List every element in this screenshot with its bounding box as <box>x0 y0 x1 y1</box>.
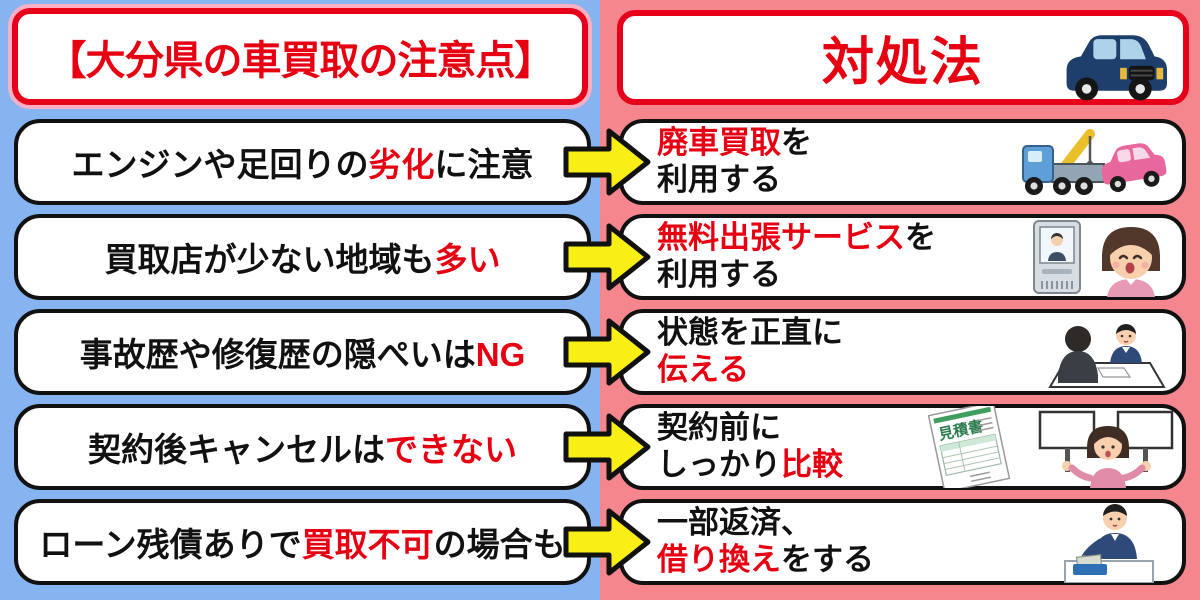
problem-text-1: エンジンや足回りの劣化に注意 <box>71 146 534 183</box>
problem-text-3: 事故歴や修復歴の隠ぺいはNG <box>79 336 526 373</box>
solution-box-5: 一部返済、 借り換えをする <box>619 499 1186 585</box>
arrow-right-icon <box>563 318 651 386</box>
arrow-right-icon <box>563 223 651 291</box>
solution-text-1-line2: 利用する <box>657 162 781 197</box>
intercom-visit-icon <box>1033 220 1160 297</box>
solution-text-5-line2: 借り換えをする <box>657 542 874 577</box>
problem-text-5: ローン残債ありで買取不可の場合も <box>39 526 566 563</box>
problem-box-1: エンジンや足回りの劣化に注意 <box>14 119 591 205</box>
solution-box-2: 無料出張サービスを 利用する <box>619 214 1186 300</box>
problem-box-4: 契約後キャンセルはできない <box>14 404 591 490</box>
solution-text-1-line1: 廃車買取を <box>657 125 812 161</box>
solution-text-4-line1: 契約前に <box>657 410 781 446</box>
arrow-right-icon <box>563 508 651 576</box>
problem-box-5: ローン残債ありで買取不可の場合も <box>14 499 591 585</box>
problems-header-title: 【大分県の車買取の注意点】 <box>46 38 555 83</box>
arrow-right-icon <box>563 413 651 481</box>
solutions-header: 対処法 <box>617 10 1189 105</box>
problem-box-3: 事故歴や修復歴の隠ぺいはNG <box>14 309 591 395</box>
solution-box-3: 状態を正直に 伝える <box>619 309 1186 395</box>
estimate-comparison-icon: 見積書 <box>927 406 1174 488</box>
solutions-header-title: 対処法 <box>821 34 984 92</box>
car-icon <box>1066 35 1167 101</box>
problems-header: 【大分県の車買取の注意点】 <box>12 8 588 105</box>
business-meeting-icon <box>1048 324 1166 388</box>
solution-box-1: 廃車買取を 利用する <box>619 119 1186 205</box>
problem-text-2: 買取店が少ない地域も多い <box>104 241 501 278</box>
tow-truck-icon <box>1022 129 1167 195</box>
solution-text-5-line1: 一部返済、 <box>657 505 812 541</box>
bank-teller-icon <box>1064 504 1154 583</box>
solution-text-3-line1: 状態を正直に <box>657 315 843 351</box>
problem-box-2: 買取店が少ない地域も多い <box>14 214 591 300</box>
solution-text-2-line1: 無料出張サービスを <box>657 220 936 256</box>
solution-box-4: 契約前に しっかり比較 見積書 <box>619 404 1186 490</box>
problem-text-4: 契約後キャンセルはできない <box>88 431 517 468</box>
arrow-right-icon <box>563 128 651 196</box>
solution-text-4-line2: しっかり比較 <box>657 447 843 482</box>
solution-text-3-line2: 伝える <box>657 352 750 387</box>
solution-text-2-line2: 利用する <box>657 257 781 292</box>
